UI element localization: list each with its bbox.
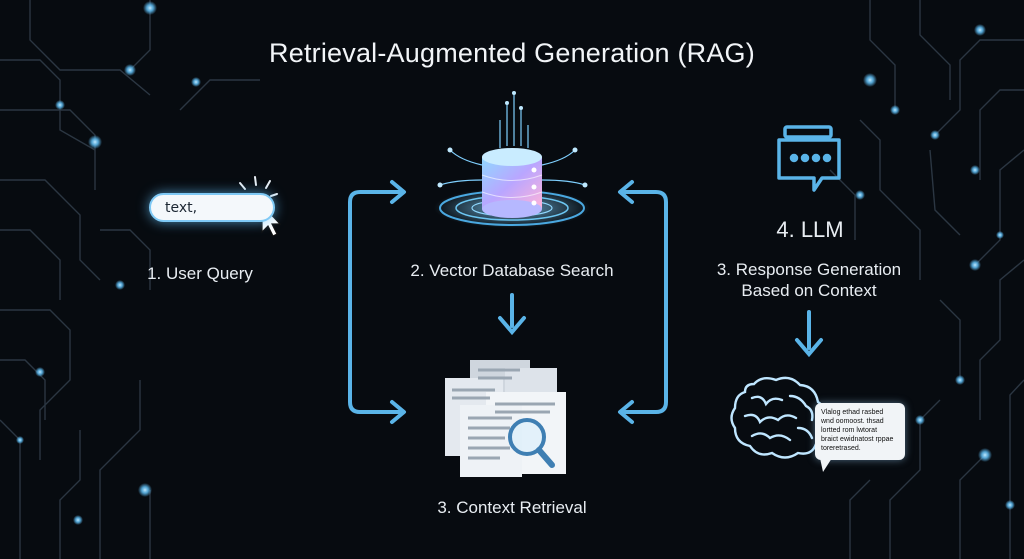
response-bubble: Vlalog ethad rasbed wnd oomoost. thsad l… <box>815 403 905 460</box>
query-input[interactable]: text, <box>149 193 275 222</box>
response-bubble-line: braict ewidnatost rppae <box>821 436 894 443</box>
arrow-icon <box>795 310 823 358</box>
magnifier-icon <box>508 418 555 468</box>
step-response-line2: Based on Context <box>741 281 877 300</box>
step-response-line1: 3. Response Generation <box>716 260 902 279</box>
step-llm-label: 4. LLM <box>776 217 844 242</box>
response-bubble-line: wnd oomoost. thsad <box>821 418 884 425</box>
step-response-label: 3. Response Generation Based on Context <box>702 259 916 301</box>
arrow-icon <box>348 180 406 424</box>
database-icon <box>434 91 590 228</box>
step-vector-search-label: 2. Vector Database Search <box>410 261 614 280</box>
response-bubble-line: lortted rom lwtorat <box>821 427 878 434</box>
step-user-query-label: 1. User Query <box>147 264 253 283</box>
step-context-retrieval-label: 3. Context Retrieval <box>437 498 587 517</box>
arrow-icon <box>498 293 526 336</box>
response-bubble-line: toreretrased. <box>821 445 861 452</box>
arrow-icon <box>618 180 668 424</box>
response-bubble-tail <box>820 458 832 472</box>
brain-icon <box>730 376 828 459</box>
diagram-title: Retrieval-Augmented Generation (RAG) <box>269 38 755 68</box>
response-bubble-line: Vlalog ethad rasbed <box>821 409 884 416</box>
query-input-value: text, <box>165 200 198 216</box>
chat-bot-icon <box>777 125 841 192</box>
